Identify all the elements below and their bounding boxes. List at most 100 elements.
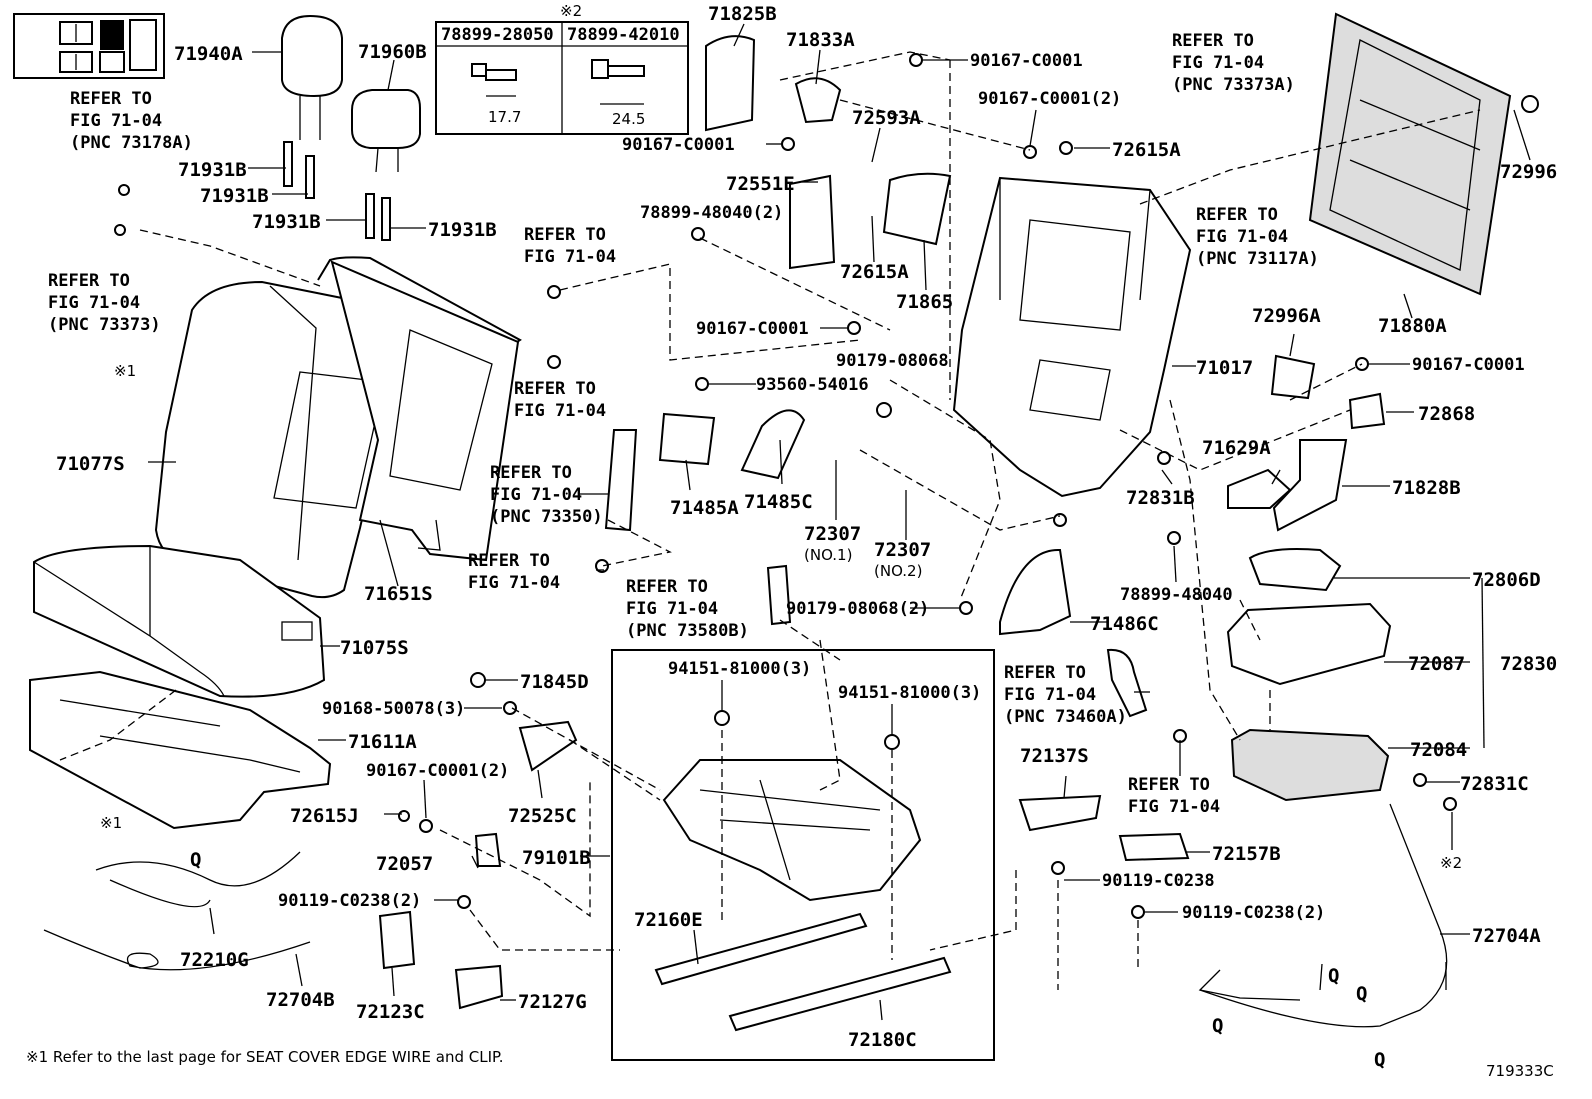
- part-label: 90167-C0001(2): [978, 89, 1121, 109]
- part-label: 90119-C0238: [1102, 871, 1215, 891]
- part-label: 90167-C0001: [970, 51, 1083, 71]
- part-label: 78899-48040(2): [640, 203, 783, 223]
- refer-line: REFER TO: [70, 89, 152, 109]
- clip-symbol: Q: [1356, 983, 1367, 1005]
- part-label: 90167-C0001: [622, 135, 735, 155]
- table-dim2: 24.5: [612, 110, 645, 128]
- part-label: 72830: [1500, 653, 1557, 675]
- part-label: 78899-48040: [1120, 585, 1233, 605]
- part-label: 71845D: [520, 671, 589, 693]
- refer-line: (PNC 73373A): [1172, 75, 1295, 95]
- refer-line: FIG 71-04: [490, 485, 582, 505]
- part-label: 90167-C0001: [1412, 355, 1525, 375]
- refer-line: REFER TO: [1172, 31, 1254, 51]
- part-label: 72160E: [634, 909, 703, 931]
- part-label: 71485C: [744, 491, 813, 513]
- part-label: 72996: [1500, 161, 1557, 183]
- part-label: 72087: [1408, 653, 1465, 675]
- seat-cushion-cover-71075S: [33, 544, 326, 698]
- part-label: 71931B: [428, 219, 497, 241]
- table-dim1: 17.7: [488, 108, 521, 126]
- refer-line: FIG 71-04: [70, 111, 162, 131]
- part-label: 72307: [804, 523, 861, 545]
- part-label: 72551E: [726, 173, 795, 195]
- part-label: 72084: [1410, 739, 1467, 761]
- part-label: 90119-C0238(2): [1182, 903, 1325, 923]
- part-label: 72123C: [356, 1001, 425, 1023]
- part-label: 90179-08068: [836, 351, 949, 371]
- part-label: 72180C: [848, 1029, 917, 1051]
- refer-line: REFER TO: [626, 577, 708, 597]
- fasteners: [114, 53, 1539, 919]
- refer-line: FIG 71-04: [1196, 227, 1288, 247]
- refer-line: REFER TO: [514, 379, 596, 399]
- refer-line: (PNC 73117A): [1196, 249, 1319, 269]
- part-label: 72831C: [1460, 773, 1529, 795]
- table-mark: ※2: [560, 2, 582, 20]
- wire-harness-72704B: [43, 929, 311, 971]
- seat-frame-79101B: [662, 759, 922, 902]
- part-label: 93560-54016: [756, 375, 869, 395]
- footnote: ※1 Refer to the last page for SEAT COVER…: [26, 1048, 503, 1066]
- refer-line: FIG 71-04: [514, 401, 606, 421]
- part-label: 72525C: [508, 805, 577, 827]
- part-label: 72806D: [1472, 569, 1541, 591]
- part-label: 71017: [1196, 357, 1253, 379]
- part-label: 90119-C0238(2): [278, 891, 421, 911]
- refer-line: (PNC 73580B): [626, 621, 749, 641]
- part-label: 71077S: [56, 453, 125, 475]
- wire-harness-72704A: [1198, 803, 1448, 1028]
- seatback-board-71880A: [1308, 12, 1512, 296]
- part-label: 71485A: [670, 497, 739, 519]
- part-label: 72307: [874, 539, 931, 561]
- part-label: 71651S: [364, 583, 433, 605]
- part-label: 94151-81000(3): [838, 683, 981, 703]
- table-col2: 78899-42010: [567, 25, 680, 45]
- part-label: 71486C: [1090, 613, 1159, 635]
- part-label: 72996A: [1252, 305, 1321, 327]
- refer-line: REFER TO: [1004, 663, 1086, 683]
- seatback-frame-71017: [952, 176, 1192, 498]
- refer-line: FIG 71-04: [48, 293, 140, 313]
- clip-symbols: Q Q Q Q Q: [190, 849, 1385, 1071]
- part-label: 72704A: [1472, 925, 1541, 947]
- note-mark: ※1: [100, 814, 122, 832]
- refer-line: (PNC 73350): [490, 507, 603, 527]
- refer-notes: REFER TO FIG 71-04 (PNC 73178A) REFER TO…: [48, 31, 1319, 817]
- part-label: 72137S: [1020, 745, 1089, 767]
- part-label: 71075S: [340, 637, 409, 659]
- table-col1: 78899-28050: [441, 25, 554, 45]
- part-label: 94151-81000(3): [668, 659, 811, 679]
- part-label: 71931B: [200, 185, 269, 207]
- part-label: 72157B: [1212, 843, 1281, 865]
- seatback-trim-parts: [378, 35, 1386, 1010]
- refer-line: REFER TO: [468, 551, 550, 571]
- part-label: 72615A: [1112, 139, 1181, 161]
- part-label: 71825B: [708, 3, 777, 25]
- part-labels: 71940A 71960B 71931B 71931B 71931B 71931…: [26, 3, 1557, 1080]
- seatback-frame-71651S: [330, 260, 520, 562]
- refer-line: REFER TO: [1128, 775, 1210, 795]
- seat-cushion-pad-71611A: [29, 670, 332, 830]
- part-label: 71865: [896, 291, 953, 313]
- refer-line: FIG 71-04: [468, 573, 560, 593]
- part-label: 71931B: [178, 159, 247, 181]
- refer-line: (PNC 73373): [48, 315, 161, 335]
- wire-harness-72210G: [95, 851, 301, 908]
- refer-line: FIG 71-04: [1004, 685, 1096, 705]
- leader-lines: [148, 23, 1531, 1021]
- refer-line: (PNC 73460A): [1004, 707, 1127, 727]
- refer-line: FIG 71-04: [524, 247, 616, 267]
- diagram-id: 719333C: [1486, 1062, 1554, 1080]
- part-label: 72831B: [1126, 487, 1195, 509]
- part-label: 90179-08068(2): [786, 599, 929, 619]
- part-label: 90167-C0001(2): [366, 761, 509, 781]
- refer-line: FIG 71-04: [1172, 53, 1264, 73]
- refer-line: REFER TO: [490, 463, 572, 483]
- part-label: 72593A: [852, 107, 921, 129]
- part-label: 72868: [1418, 403, 1475, 425]
- refer-line: (PNC 73178A): [70, 133, 193, 153]
- clip-symbol: Q: [190, 849, 201, 871]
- clip-symbol: Q: [1374, 1049, 1385, 1071]
- part-label: 71611A: [348, 731, 417, 753]
